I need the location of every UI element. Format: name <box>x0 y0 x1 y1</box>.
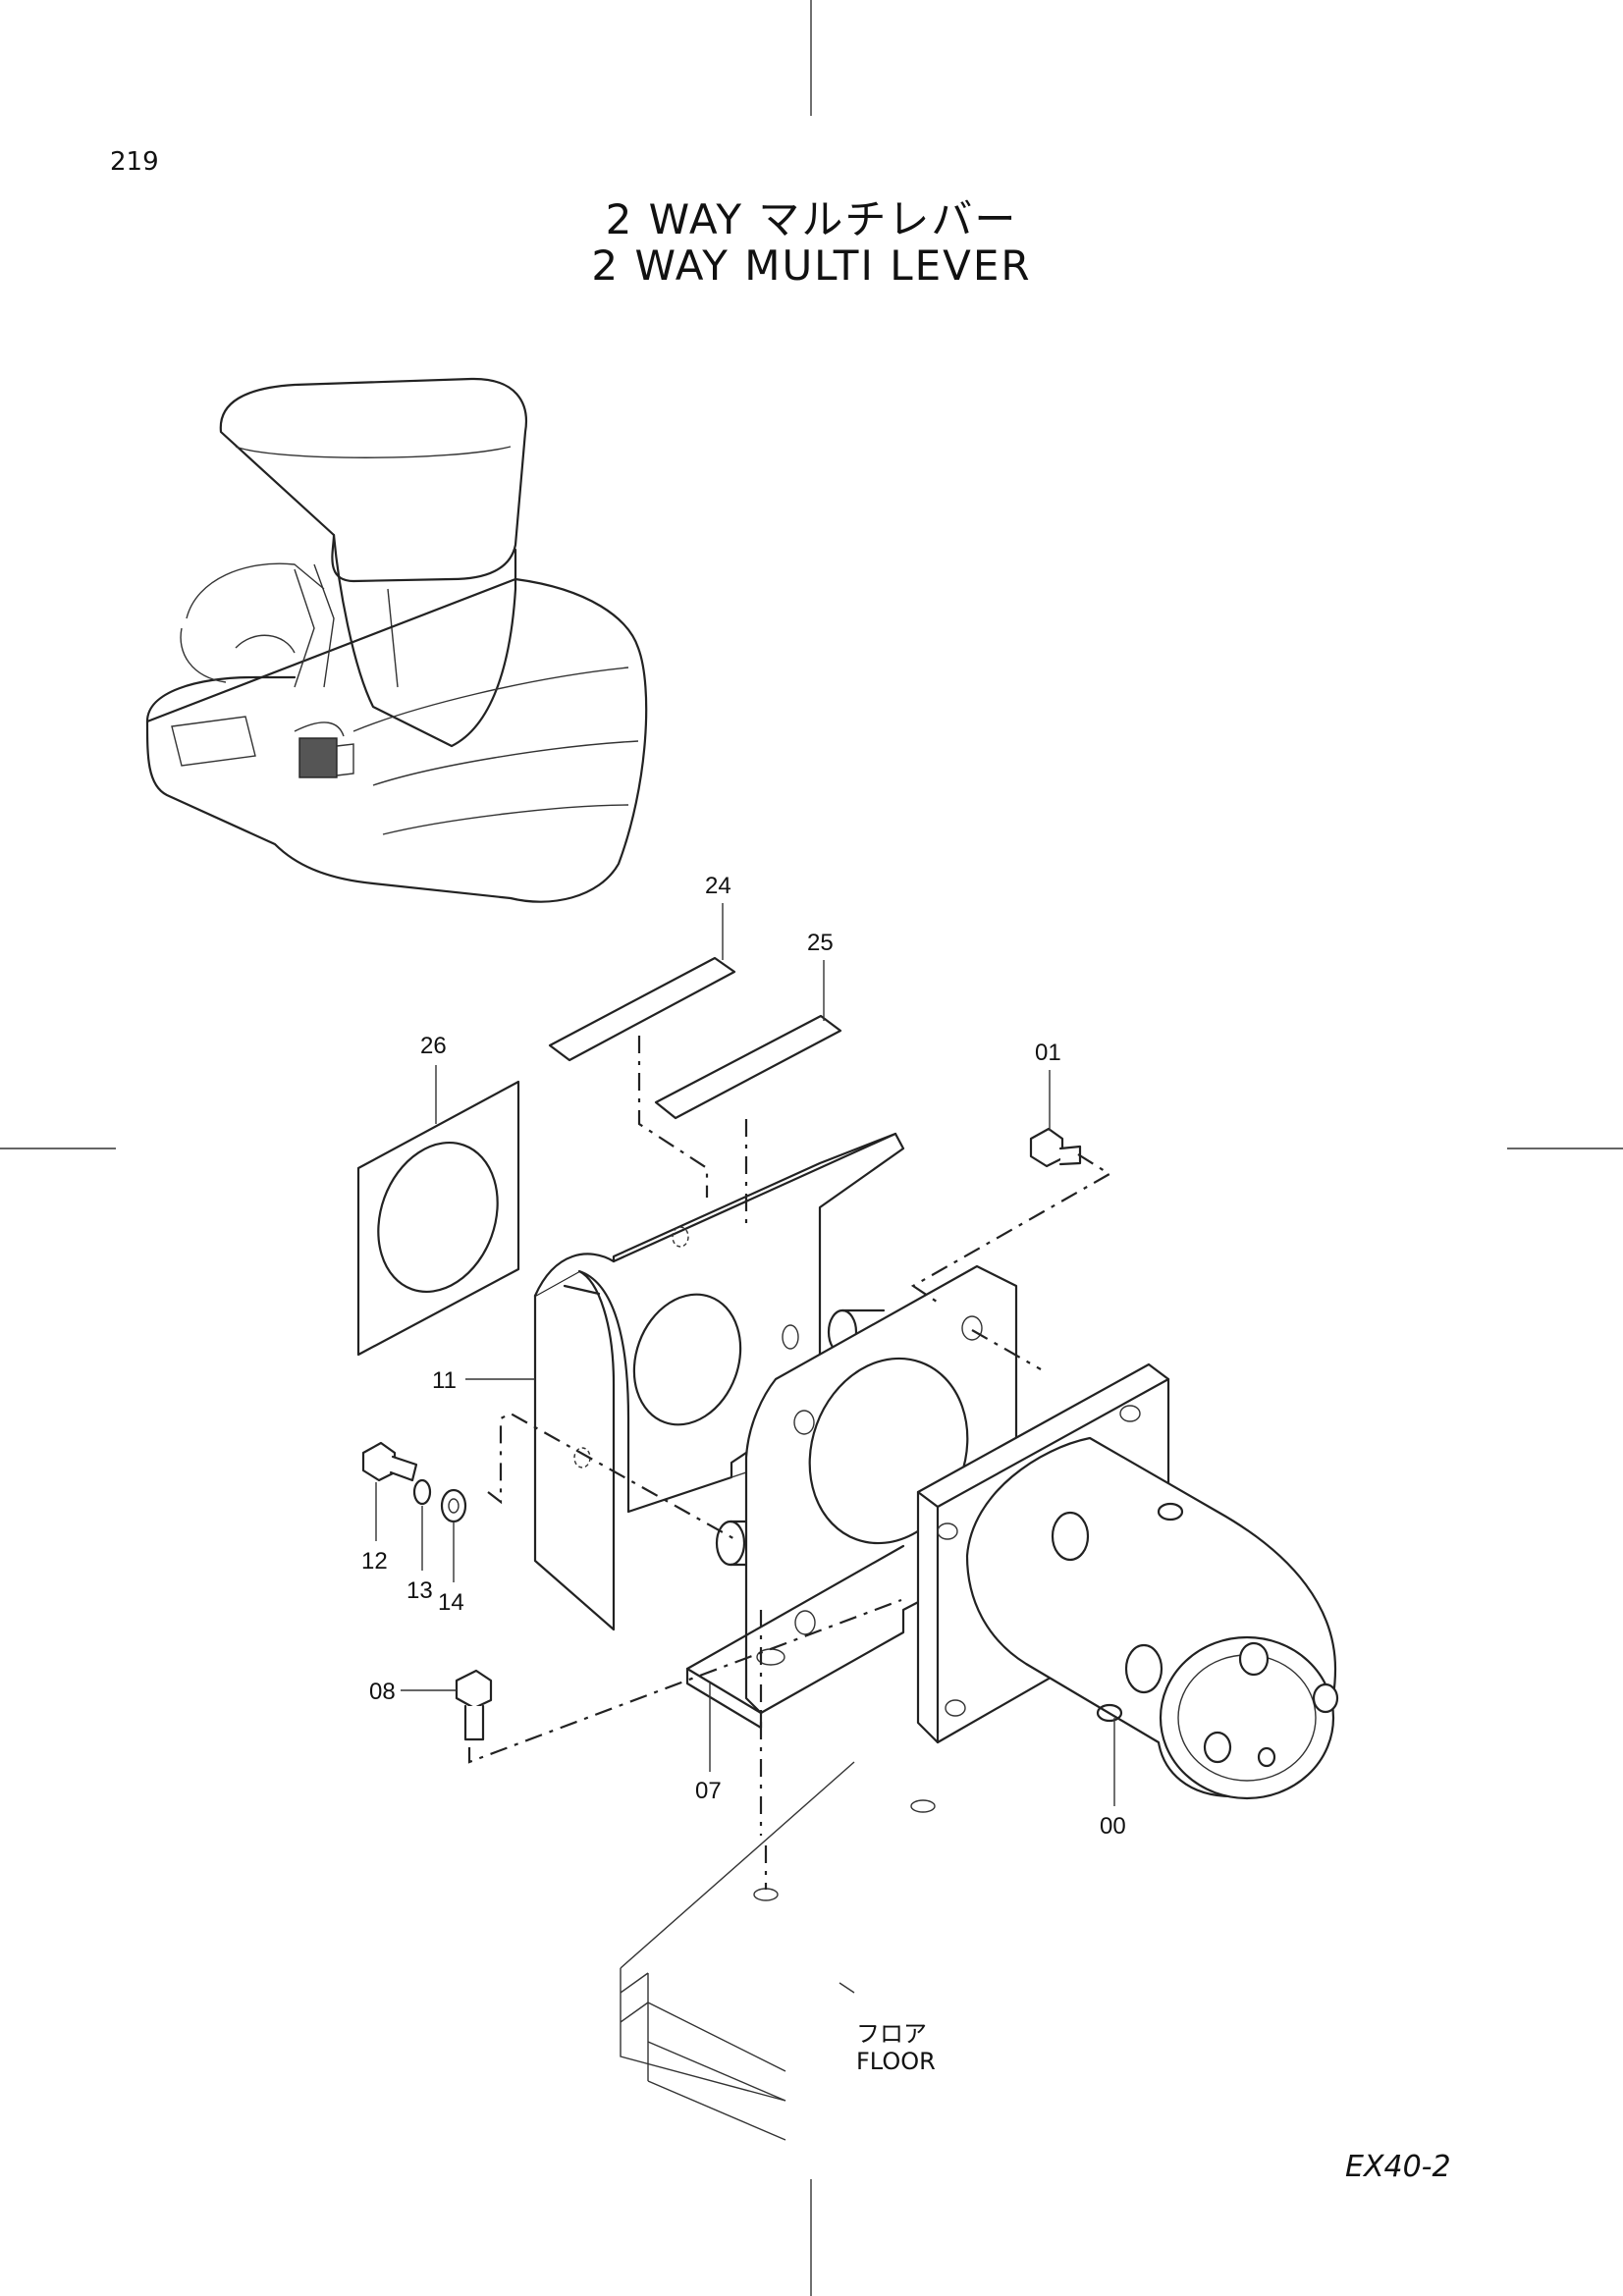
part-14-washer <box>440 1488 467 1523</box>
model-code: EX40-2 <box>1345 2150 1451 2184</box>
part-12-bolt <box>361 1441 418 1482</box>
part-13-lockwasher <box>412 1478 432 1506</box>
title-english: 2 WAY MULTI LEVER <box>591 241 1032 290</box>
callout-26: 26 <box>420 1033 447 1059</box>
callout-14: 14 <box>438 1589 464 1616</box>
callout-25: 25 <box>807 930 834 956</box>
assembly-center-lines <box>467 1036 1112 1890</box>
callout-08: 08 <box>369 1679 396 1705</box>
title-japanese: 2 WAY マルチレバー <box>605 195 1018 243</box>
floor-plate <box>620 1761 936 2141</box>
part-25-plate <box>654 1014 842 1120</box>
part-11-bracket <box>533 1132 905 1631</box>
part-07-bracket <box>685 1264 1018 1730</box>
part-01-bolt <box>1029 1127 1082 1168</box>
callout-leader-lines <box>375 903 1115 1994</box>
page-number: 219 <box>110 147 159 177</box>
callout-24: 24 <box>705 873 731 899</box>
part-08-bolt <box>455 1669 493 1741</box>
part-26-gasket <box>356 1080 520 1357</box>
callout-12: 12 <box>361 1548 388 1575</box>
part-24-plate <box>548 956 736 1062</box>
callout-07: 07 <box>695 1778 722 1804</box>
seat-location-sketch <box>145 377 648 903</box>
callout-11: 11 <box>432 1367 457 1394</box>
callout-labels: 24 25 26 01 11 12 13 14 08 07 00 <box>361 873 1126 1840</box>
callout-00: 00 <box>1100 1813 1126 1840</box>
floor-label-english: FLOOR <box>856 2048 936 2075</box>
callout-01: 01 <box>1035 1040 1061 1066</box>
callout-13: 13 <box>406 1577 433 1604</box>
part-00-valve <box>916 1362 1339 1800</box>
floor-label-japanese: フロア <box>856 2020 927 2048</box>
